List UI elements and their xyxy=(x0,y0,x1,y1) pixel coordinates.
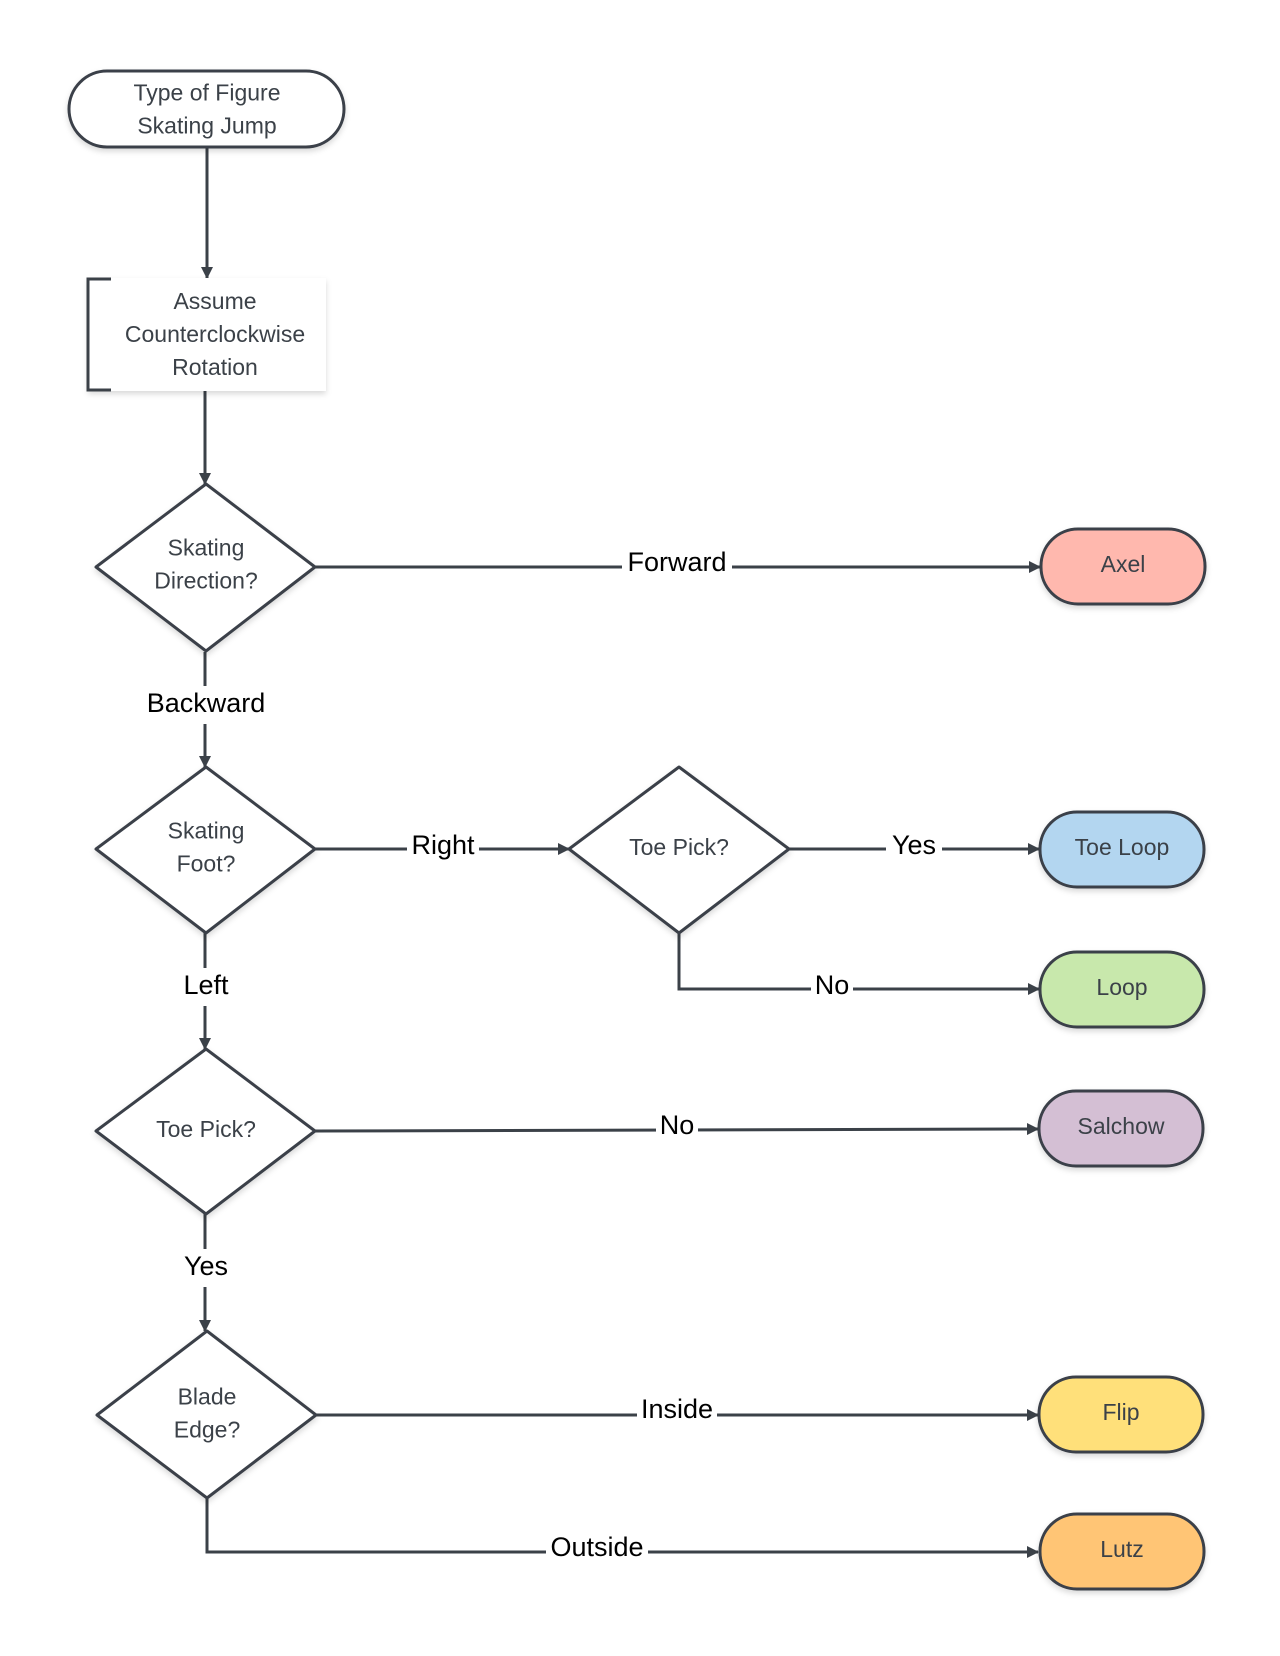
label-backward: Backward xyxy=(147,688,266,718)
outcome-flip-label: Flip xyxy=(1102,1399,1139,1425)
outcome-flip: Flip xyxy=(1037,1375,1205,1454)
label-no-loop: No xyxy=(815,970,850,1000)
outcome-toe-loop: Toe Loop xyxy=(1038,810,1206,889)
outcome-salchow: Salchow xyxy=(1037,1089,1205,1168)
label-forward: Forward xyxy=(627,547,726,577)
outcome-loop: Loop xyxy=(1038,950,1206,1029)
outcome-axel: Axel xyxy=(1039,527,1207,606)
label-yes-blade: Yes xyxy=(184,1251,228,1281)
outcome-axel-label: Axel xyxy=(1101,551,1146,577)
outcome-loop-label: Loop xyxy=(1096,974,1147,1000)
outcome-salchow-label: Salchow xyxy=(1078,1113,1165,1139)
label-right: Right xyxy=(411,830,475,860)
label-outside: Outside xyxy=(550,1532,643,1562)
note-bracket xyxy=(86,277,111,392)
decision-toe-pick-right-label: Toe Pick? xyxy=(629,834,729,860)
decision-toe-pick-left: Toe Pick? xyxy=(94,1047,317,1216)
edge-outside xyxy=(205,1498,1039,1558)
edge-no-loop xyxy=(677,933,1040,995)
label-yes-toe-loop: Yes xyxy=(892,830,936,860)
decision-toe-pick-left-label: Toe Pick? xyxy=(156,1116,256,1142)
decision-toe-pick-right: Toe Pick? xyxy=(567,765,791,935)
outcome-lutz-label: Lutz xyxy=(1100,1536,1143,1562)
edge-labels: Forward Backward Right Yes No Left No Ye… xyxy=(138,547,942,1568)
outcome-lutz: Lutz xyxy=(1038,1512,1206,1591)
label-inside: Inside xyxy=(641,1394,713,1424)
outcome-toe-loop-label: Toe Loop xyxy=(1075,834,1170,860)
label-left: Left xyxy=(183,970,229,1000)
label-no-salchow: No xyxy=(660,1110,695,1140)
